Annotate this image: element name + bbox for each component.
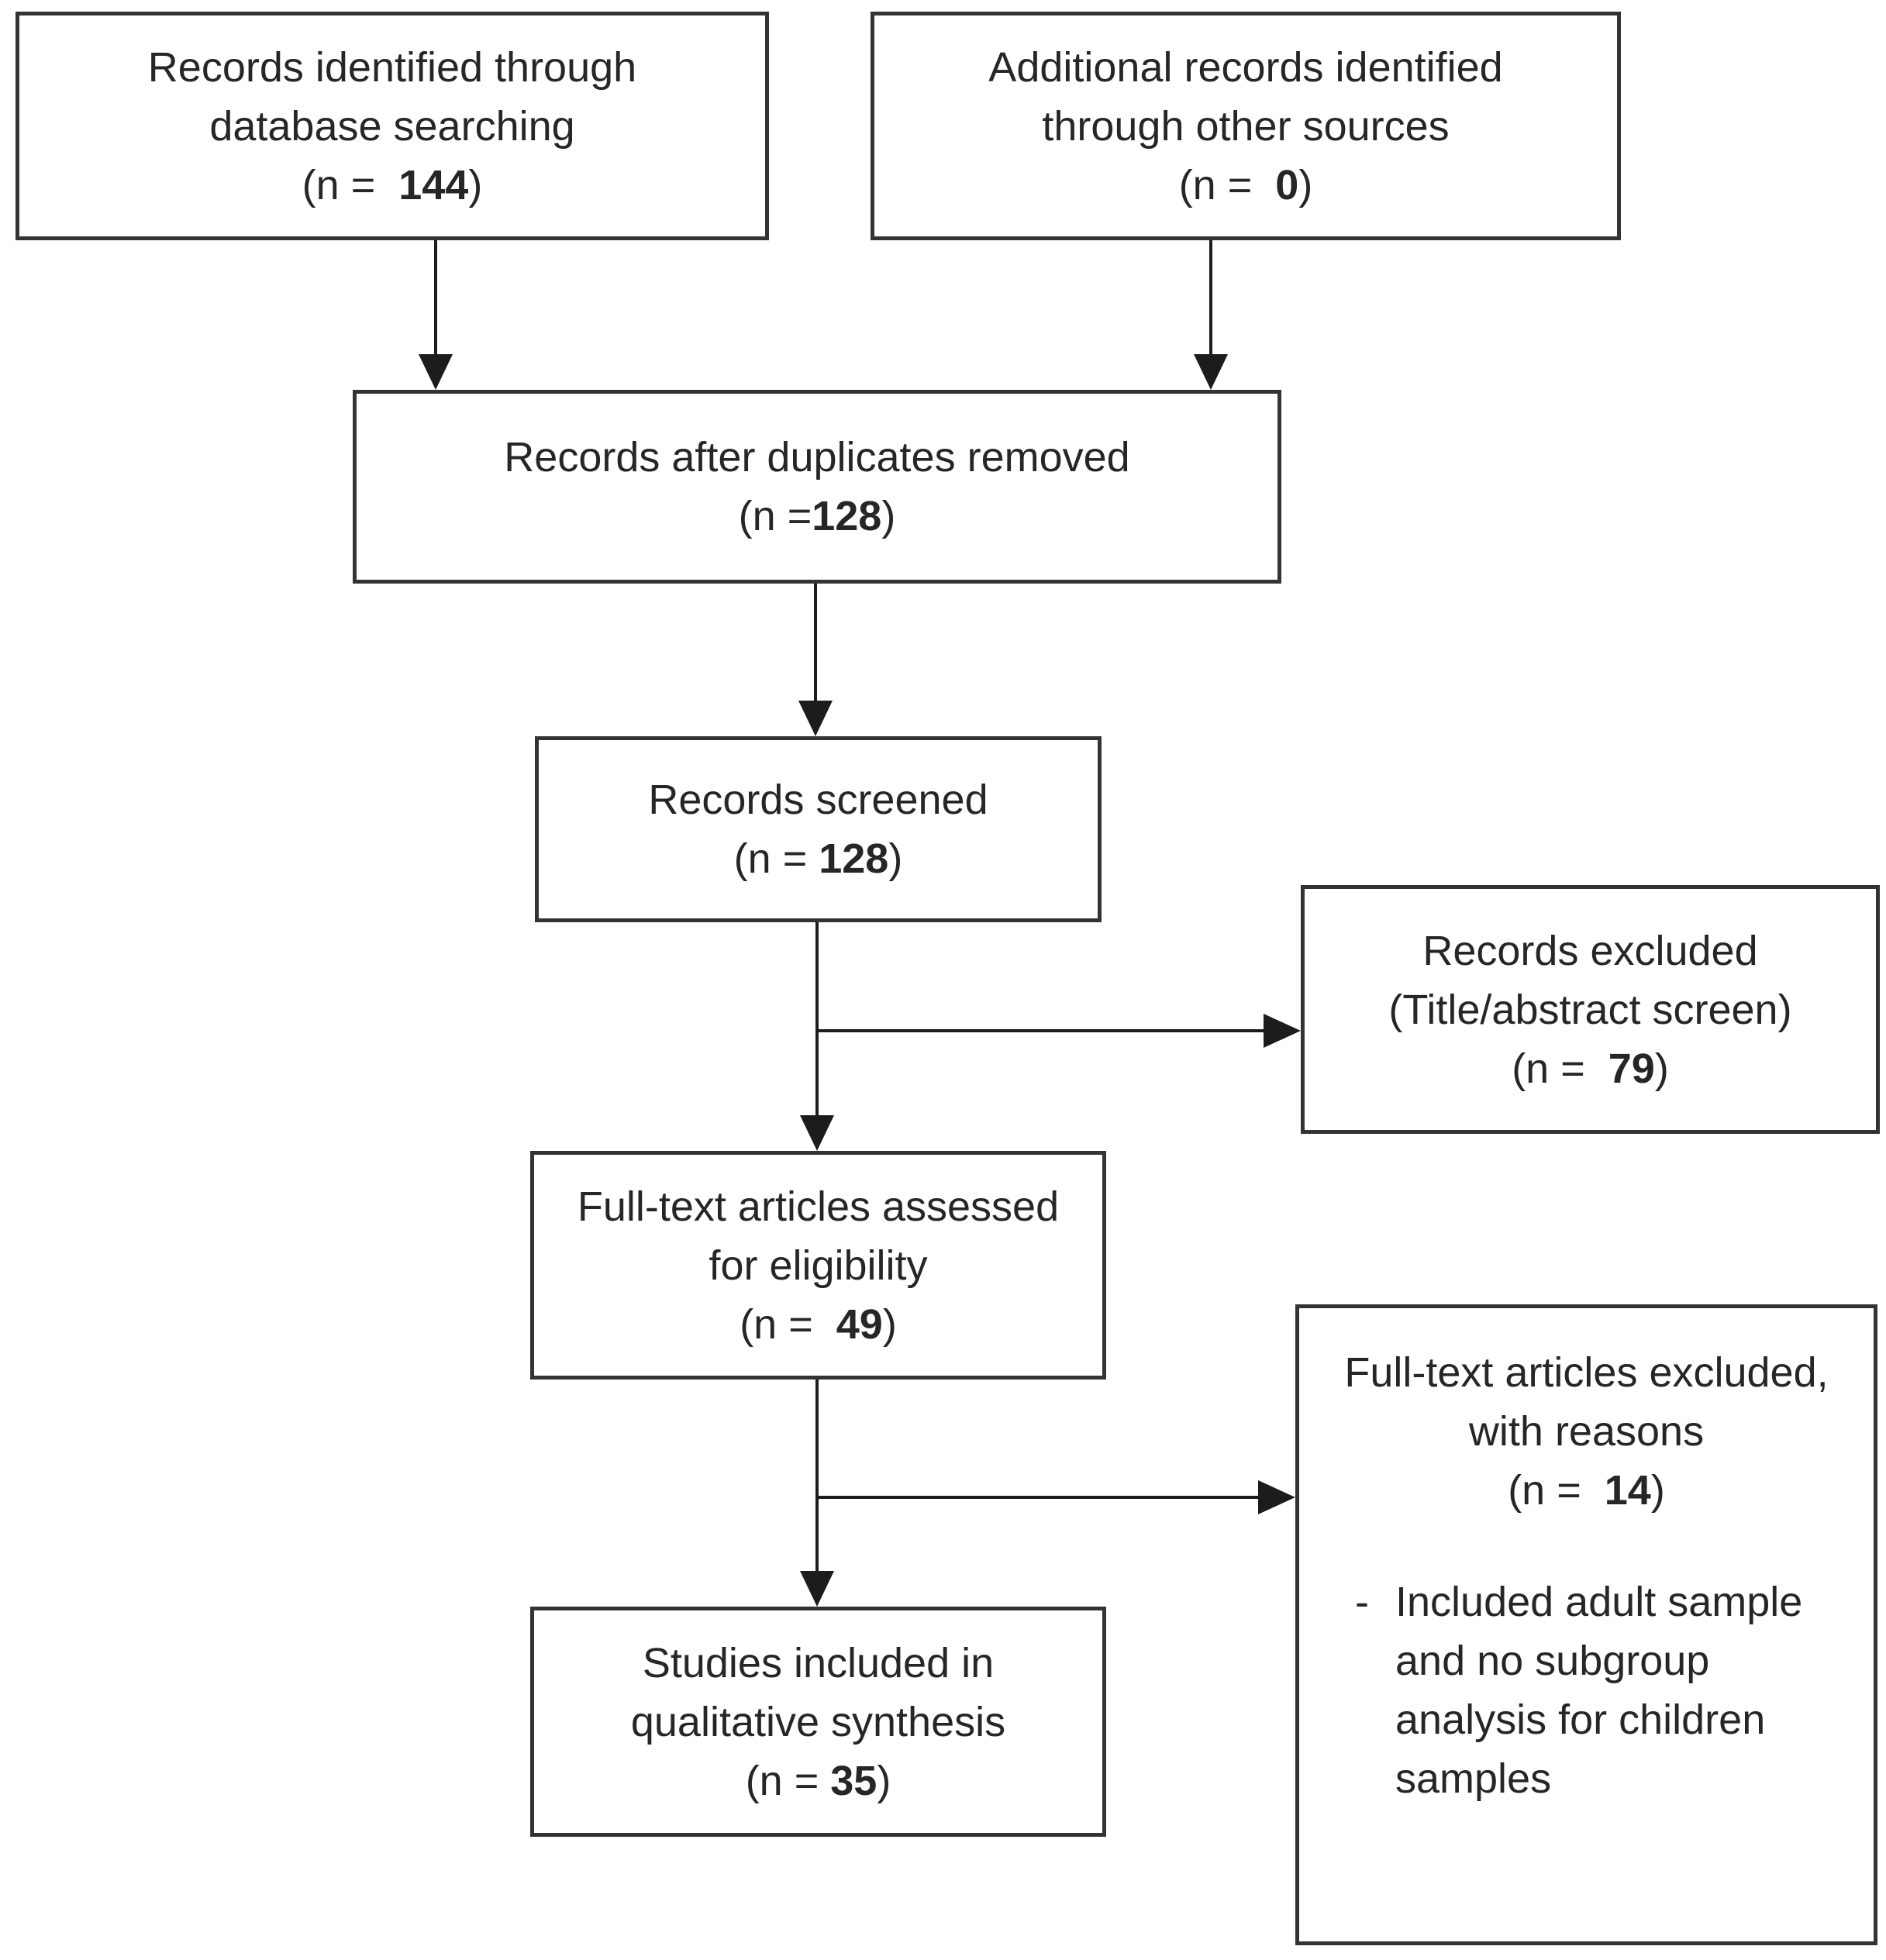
- count-prefix: (n =: [745, 1757, 831, 1804]
- box-text-line: Records after duplicates removed: [504, 434, 1130, 481]
- count-suffix: ): [1650, 1467, 1665, 1514]
- bullet-text: Included adult sample and no subgroup an…: [1395, 1572, 1802, 1808]
- box-text-line: with reasons: [1468, 1408, 1705, 1455]
- bullet-text-line: and no subgroup: [1395, 1638, 1710, 1684]
- count-value: 144: [398, 161, 469, 208]
- count-suffix: ): [1298, 161, 1313, 208]
- arrowhead-right-icon: [1258, 1480, 1295, 1514]
- count-value: 128: [819, 835, 889, 882]
- count-value: 128: [812, 493, 882, 539]
- box-records-excluded: Records excluded (Title/abstract screen)…: [1301, 885, 1880, 1134]
- box-text-line: (Title/abstract screen): [1388, 986, 1792, 1033]
- arrow-additional-down-line: [1209, 240, 1212, 357]
- box-records-screened: Records screened (n = 128): [535, 736, 1102, 922]
- box-text-line: Additional records identified: [988, 43, 1503, 91]
- count-value: 79: [1608, 1045, 1655, 1092]
- count-line: (n = 79): [1512, 1039, 1669, 1098]
- count-line: (n = 14): [1508, 1461, 1665, 1520]
- bullet-dash: -: [1355, 1579, 1369, 1625]
- box-text-line: database searching: [209, 102, 575, 150]
- count-prefix: (n =: [1508, 1467, 1605, 1514]
- box-fulltext-excluded: Full-text articles excluded, with reason…: [1295, 1304, 1877, 1945]
- box-text-line: for eligibility: [709, 1242, 928, 1289]
- box-additional-records: Additional records identified through ot…: [871, 12, 1621, 240]
- count-suffix: ): [468, 161, 483, 208]
- count-value: 0: [1275, 161, 1299, 208]
- box-text-line: through other sources: [1042, 102, 1450, 150]
- count-line: (n =128): [739, 487, 896, 546]
- arrowhead-down-icon: [798, 701, 833, 736]
- box-text-line: Studies included in: [642, 1639, 995, 1686]
- count-prefix: (n =: [1178, 161, 1276, 208]
- exclusion-reason-item: - Included adult sample and no subgroup …: [1299, 1572, 1818, 1808]
- arrowhead-down-icon: [419, 354, 453, 390]
- box-text-line: qualitative synthesis: [630, 1698, 1006, 1745]
- bullet-text-line: Included adult sample: [1395, 1579, 1803, 1625]
- arrow-screened-to-excluded-line: [817, 1029, 1264, 1032]
- arrow-identified-down-line: [434, 240, 437, 357]
- count-prefix: (n =: [738, 493, 812, 539]
- box-records-identified: Records identified through database sear…: [16, 12, 769, 240]
- count-line: (n = 144): [302, 156, 483, 215]
- arrowhead-down-icon: [1194, 354, 1228, 390]
- arrow-fulltext-down-line: [815, 1380, 819, 1572]
- arrowhead-right-icon: [1264, 1014, 1301, 1048]
- box-text-line: Records identified through: [147, 43, 637, 91]
- count-line: (n = 128): [734, 829, 903, 888]
- count-suffix: ): [888, 835, 903, 882]
- count-prefix: (n =: [1512, 1045, 1608, 1092]
- count-value: 49: [836, 1300, 883, 1348]
- count-prefix: (n =: [302, 161, 399, 208]
- box-studies-included: Studies included in qualitative synthesi…: [530, 1607, 1106, 1837]
- arrow-screened-down-line: [815, 922, 819, 1116]
- count-line: (n = 0): [1179, 156, 1313, 215]
- count-suffix: ): [1654, 1045, 1669, 1092]
- count-suffix: ): [882, 1300, 897, 1348]
- box-text-line: Records screened: [648, 777, 988, 823]
- bullet-text-line: analysis for children: [1395, 1696, 1766, 1743]
- bullet-text-line: samples: [1395, 1755, 1552, 1802]
- box-text-line: Records excluded: [1422, 927, 1758, 974]
- box-text-line: Full-text articles assessed: [577, 1183, 1060, 1230]
- count-line: (n = 35): [746, 1752, 891, 1810]
- arrowhead-down-icon: [800, 1571, 834, 1607]
- count-line: (n = 49): [740, 1295, 897, 1354]
- count-prefix: (n =: [733, 835, 819, 882]
- box-text-line: Full-text articles excluded,: [1344, 1349, 1829, 1396]
- arrow-fulltext-to-excluded-line: [817, 1496, 1258, 1499]
- count-prefix: (n =: [740, 1300, 836, 1348]
- count-value: 14: [1604, 1467, 1651, 1514]
- count-suffix: ): [881, 493, 896, 539]
- arrow-duplicates-down-line: [814, 584, 817, 702]
- count-suffix: ): [877, 1757, 891, 1804]
- box-fulltext-assessed: Full-text articles assessed for eligibil…: [530, 1151, 1106, 1380]
- arrowhead-down-icon: [800, 1115, 834, 1151]
- count-value: 35: [830, 1757, 877, 1804]
- box-duplicates-removed: Records after duplicates removed (n =128…: [353, 390, 1281, 584]
